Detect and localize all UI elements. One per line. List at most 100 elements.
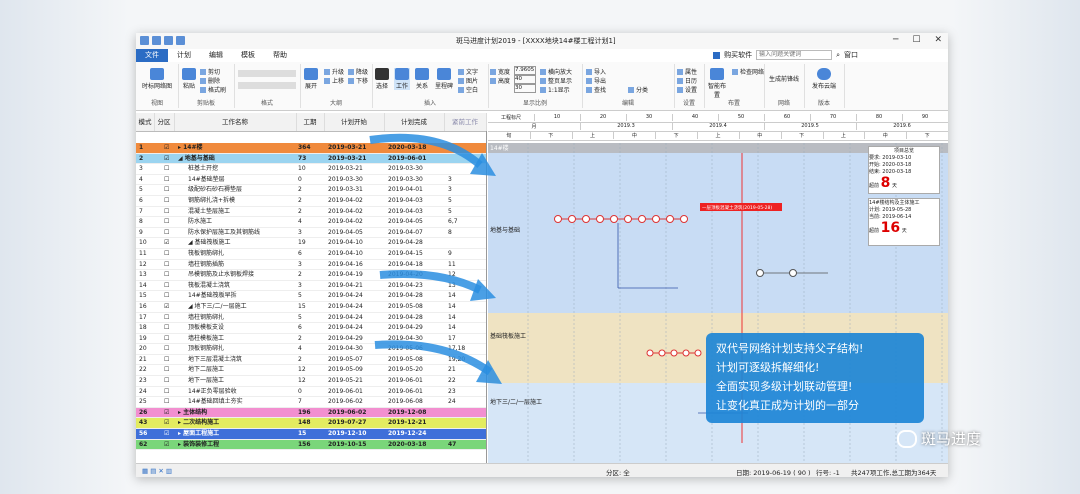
classify-button[interactable]: 分类	[628, 85, 648, 94]
net-check-button[interactable]: 检查网络	[732, 67, 764, 76]
row-checkbox[interactable]: ☐	[164, 313, 170, 321]
menu-file[interactable]: 文件	[136, 49, 168, 62]
window-menu[interactable]: 窗口	[844, 51, 858, 59]
downgrade-button[interactable]: 降级	[348, 67, 368, 76]
row-checkbox[interactable]: ☐	[164, 218, 170, 226]
row-checkbox[interactable]: ☐	[164, 175, 170, 183]
close-button[interactable]: ✕	[934, 35, 942, 45]
image-button[interactable]: 图片	[458, 76, 478, 85]
smart-layout-button[interactable]: 智能布置	[706, 68, 728, 99]
row-checkbox[interactable]: ☐	[164, 355, 170, 363]
menu-help[interactable]: 帮助	[273, 51, 287, 59]
move-down-button[interactable]: 下移	[348, 76, 368, 85]
menu-plan[interactable]: 计划	[177, 51, 191, 59]
row-checkbox[interactable]: ☐	[164, 324, 170, 332]
timescale-button[interactable]: 时标网络图	[140, 68, 174, 90]
row-checkbox[interactable]: ☐	[164, 387, 170, 395]
row-checkbox[interactable]: ☑	[164, 239, 170, 247]
row-checkbox[interactable]: ☐	[164, 281, 170, 289]
help-search-input[interactable]	[756, 50, 833, 60]
move-up-button[interactable]: 上移	[324, 76, 344, 85]
row-checkbox[interactable]: ☐	[164, 196, 170, 204]
minimize-button[interactable]: ─	[892, 35, 899, 45]
select-button[interactable]: 选择	[374, 68, 390, 90]
row-checkbox[interactable]: ☑	[164, 144, 170, 151]
col-start[interactable]: 计划开始	[324, 113, 385, 131]
blank-button[interactable]: 空白	[458, 85, 478, 94]
col-end[interactable]: 计划完成	[384, 113, 445, 131]
import-button[interactable]: 导入	[586, 67, 606, 76]
export-button[interactable]: 导出	[586, 76, 606, 85]
menu-edit[interactable]: 编辑	[209, 51, 223, 59]
row-checkbox[interactable]: ☐	[164, 271, 170, 279]
save-icon[interactable]	[140, 36, 149, 45]
format-painter-button[interactable]: 格式刷	[200, 85, 226, 94]
zoom-input[interactable]: 30	[514, 84, 536, 93]
size-selector[interactable]	[238, 82, 296, 89]
row-checkbox[interactable]: ☐	[164, 165, 170, 173]
attr-button[interactable]: 属性	[677, 67, 697, 76]
actual-size-button[interactable]: 1:1显示	[540, 85, 570, 94]
page-fit-button[interactable]: 整页显示	[540, 76, 572, 85]
row-checkbox[interactable]: ☑	[164, 419, 170, 427]
row-checkbox[interactable]: ☑	[164, 154, 170, 162]
delete-button[interactable]: 删除	[200, 76, 220, 85]
col-name[interactable]: 工作名称	[174, 113, 297, 131]
font-selector[interactable]	[238, 70, 296, 77]
row-checkbox[interactable]: ☐	[164, 260, 170, 268]
undo-icon[interactable]	[152, 36, 161, 45]
work-button[interactable]: 工作	[394, 68, 410, 90]
col-duration[interactable]: 工期	[296, 113, 325, 131]
expand-button[interactable]: 展开	[302, 68, 320, 90]
milestone-button[interactable]: 里程碑	[434, 68, 454, 90]
menu-template[interactable]: 模板	[241, 51, 255, 59]
maximize-button[interactable]: ☐	[912, 35, 921, 45]
settings-button[interactable]: 设置	[677, 85, 697, 94]
row-checkbox[interactable]: ☑	[164, 302, 170, 310]
purchase-link[interactable]: 购买软件	[724, 51, 753, 59]
upgrade-button[interactable]: 升级	[324, 67, 344, 76]
publish-button[interactable]: 发布云端	[806, 68, 842, 90]
paste-button[interactable]: 粘贴	[181, 68, 197, 90]
width-input[interactable]: 7.9605	[514, 66, 536, 75]
row-checkbox[interactable]: ☐	[164, 398, 170, 406]
search-icon[interactable]: ⌕	[836, 50, 840, 59]
cut-button[interactable]: 剪切	[200, 67, 220, 76]
row-checkbox[interactable]: ☑	[164, 440, 170, 448]
row-checkbox[interactable]: ☐	[164, 186, 170, 194]
row-checkbox[interactable]: ☐	[164, 377, 170, 385]
row-checkbox[interactable]: ☐	[164, 207, 170, 215]
row-checkbox[interactable]: ☐	[164, 249, 170, 257]
redo-icon[interactable]	[164, 36, 173, 45]
row-checkbox[interactable]: ☐	[164, 292, 170, 300]
col-mode[interactable]: 模式	[136, 113, 155, 131]
col-partition[interactable]: 分区	[154, 113, 175, 131]
find-button[interactable]: 查找	[586, 85, 606, 94]
